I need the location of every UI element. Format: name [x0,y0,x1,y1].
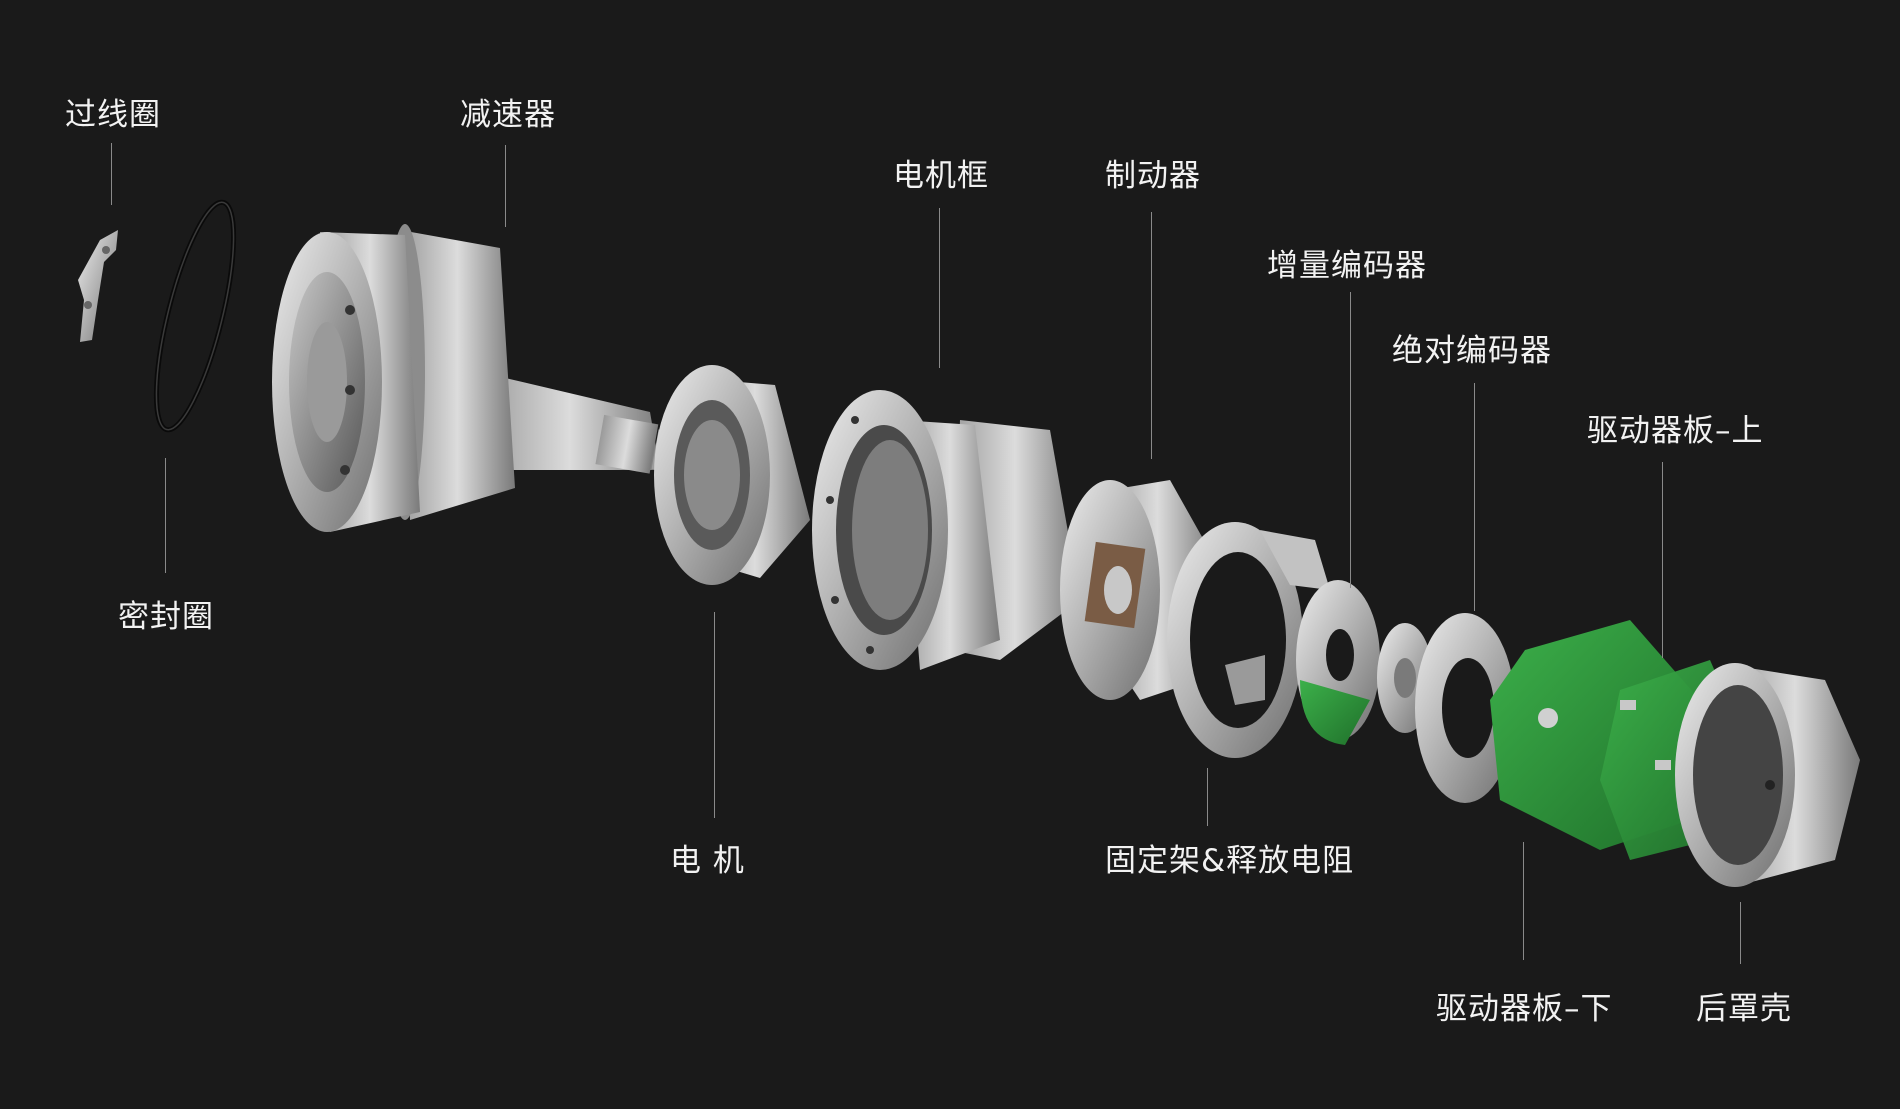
label-motor: 电 机 [670,843,745,879]
label-driver-board-lower: 驱动器板–下 [1436,991,1613,1027]
label-reducer: 减速器 [460,97,556,133]
label-seal-ring: 密封圈 [118,599,214,635]
leader-seal-ring [165,458,166,573]
leader-absolute-encoder [1474,383,1475,611]
leader-driver-board-upper [1662,462,1663,658]
leader-motor-frame [939,208,940,368]
leader-brake [1151,212,1152,459]
label-wire-ring: 过线圈 [65,97,161,133]
leader-rear-cover [1740,902,1741,964]
leader-motor [714,612,715,818]
leader-wire-ring [111,143,112,205]
label-absolute-encoder: 绝对编码器 [1392,333,1552,369]
leader-reducer [505,145,506,227]
wire-ring-part [78,230,118,342]
label-driver-board-upper: 驱动器板–上 [1587,413,1764,449]
label-bracket-resistor: 固定架&释放电阻 [1105,843,1355,879]
leader-driver-board-lower [1523,842,1524,960]
reducer-part [272,224,677,532]
rear-cover-part [1675,663,1860,887]
label-brake: 制动器 [1105,158,1201,194]
label-rear-cover: 后罩壳 [1696,991,1792,1027]
incremental-encoder-part [1296,580,1380,745]
motor-part [654,365,810,585]
label-motor-frame: 电机框 [893,158,989,194]
leader-incremental-encoder [1350,292,1351,588]
leader-bracket-resistor [1207,768,1208,826]
bracket-resistor-part [1167,522,1330,758]
absolute-encoder-part [1377,613,1515,803]
label-incremental-encoder: 增量编码器 [1267,248,1427,284]
motor-frame-part [812,390,1080,670]
